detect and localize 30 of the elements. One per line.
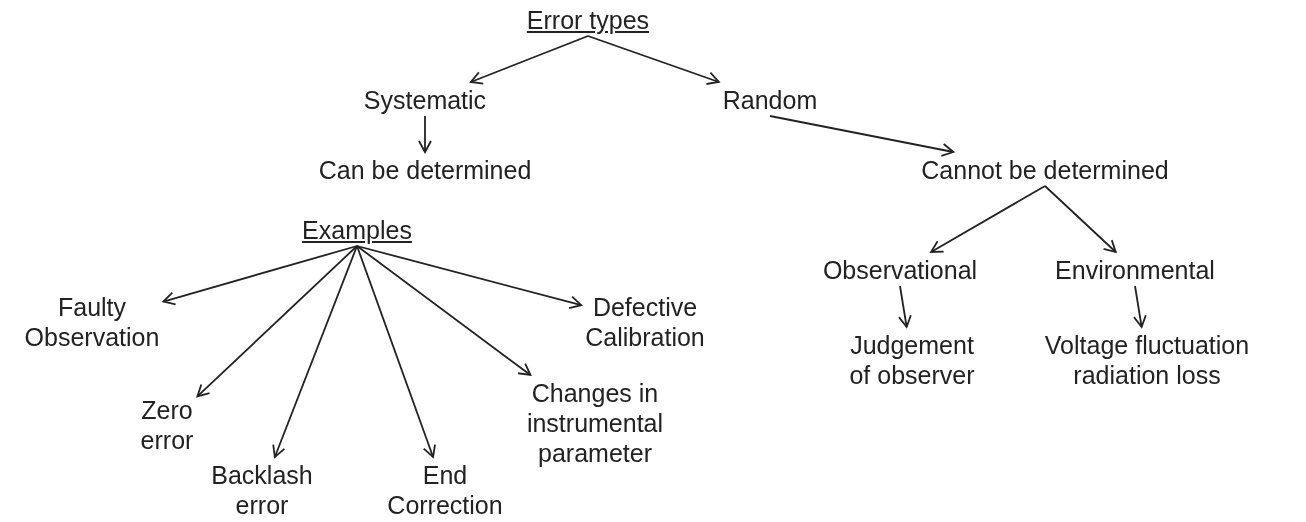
node-text: Voltage fluctuation radiation loss <box>1044 331 1250 389</box>
node-text: Backlash error <box>211 461 313 519</box>
node-text: Faulty Observation <box>24 293 160 351</box>
node-text: Observational <box>822 256 978 284</box>
arrow <box>898 285 912 328</box>
arrow <box>196 245 358 398</box>
arrow <box>356 245 436 458</box>
node-text: Environmental <box>1055 256 1215 284</box>
arrow <box>418 115 432 153</box>
node-text: Systematic <box>363 86 487 114</box>
node-text: Cannot be determined <box>921 156 1169 184</box>
arrow <box>356 245 532 376</box>
node-text: Random <box>722 86 818 114</box>
arrow <box>356 245 583 310</box>
node-text: Changes in instrumental parameter <box>526 379 664 467</box>
node-text: Judgement of observer <box>849 331 975 389</box>
node-text: Defective Calibration <box>585 293 705 351</box>
node-text: End Correction <box>387 461 503 519</box>
arrow <box>469 35 589 85</box>
node-text: Can be determined <box>318 156 532 184</box>
arrow <box>587 35 720 85</box>
arrow <box>769 115 955 157</box>
node-text: Zero error <box>140 396 194 454</box>
arrow <box>1044 185 1117 253</box>
heading-text: Error types <box>526 6 650 34</box>
heading-text: Examples <box>302 216 412 244</box>
arrow <box>272 245 358 458</box>
arrow <box>930 185 1046 253</box>
arrow <box>1133 285 1147 328</box>
arrow <box>162 245 358 306</box>
